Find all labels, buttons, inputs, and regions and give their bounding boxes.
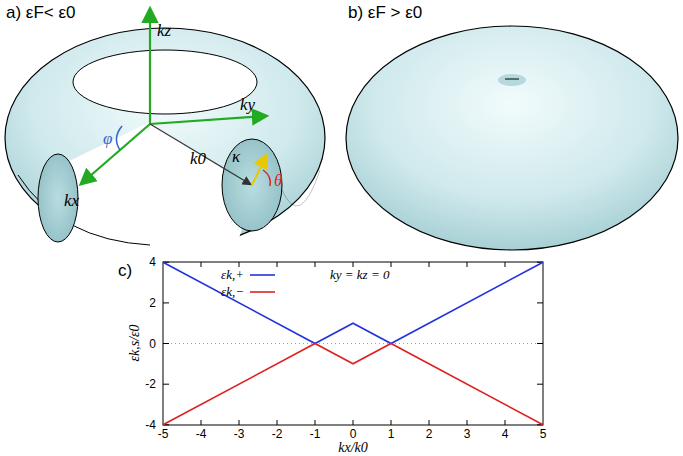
tick-label: 2 — [426, 428, 433, 440]
tick-label: 3 — [464, 428, 471, 440]
tick-label: -3 — [234, 428, 245, 440]
vector-label: κ — [232, 148, 240, 165]
axis-label: kz — [157, 22, 171, 39]
axis-label: ky — [240, 96, 255, 113]
panel-title: a) εF< ε0 — [6, 4, 76, 21]
tick-label: -1 — [310, 428, 321, 440]
angle-label: θ — [274, 172, 282, 189]
tick-label: 0 — [350, 428, 357, 440]
cut-torus — [5, 10, 325, 250]
angle-label: φ — [103, 130, 112, 147]
tick-label: 2 — [149, 297, 156, 309]
tick-label: 0 — [149, 338, 156, 350]
legend-line-blue — [250, 274, 275, 276]
vector-label: k0 — [190, 150, 206, 167]
legend-line-red — [250, 291, 275, 293]
plot-note: ky = kz = 0 — [330, 268, 389, 281]
panel-title: b) εF > ε0 — [348, 4, 422, 21]
full-torus — [346, 26, 678, 250]
tick-label: -4 — [145, 419, 156, 431]
tick-label: 4 — [149, 256, 156, 268]
legend-text: εk,+ — [221, 268, 244, 281]
tick-label: 4 — [502, 428, 509, 440]
legend-text: εk,− — [221, 285, 244, 298]
tick-label: 5 — [540, 428, 547, 440]
tick-label: -5 — [158, 428, 169, 440]
tick-label: -4 — [196, 428, 207, 440]
axis-title: kx/k0 — [338, 441, 368, 455]
tick-label: -2 — [272, 428, 283, 440]
panel-title: c) — [118, 262, 132, 279]
tick-label: 1 — [388, 428, 395, 440]
band-plot — [163, 262, 543, 425]
tick-label: -2 — [145, 378, 156, 390]
axis-label: kx — [64, 192, 79, 209]
axis-title: εk,s/ε0 — [128, 324, 142, 361]
